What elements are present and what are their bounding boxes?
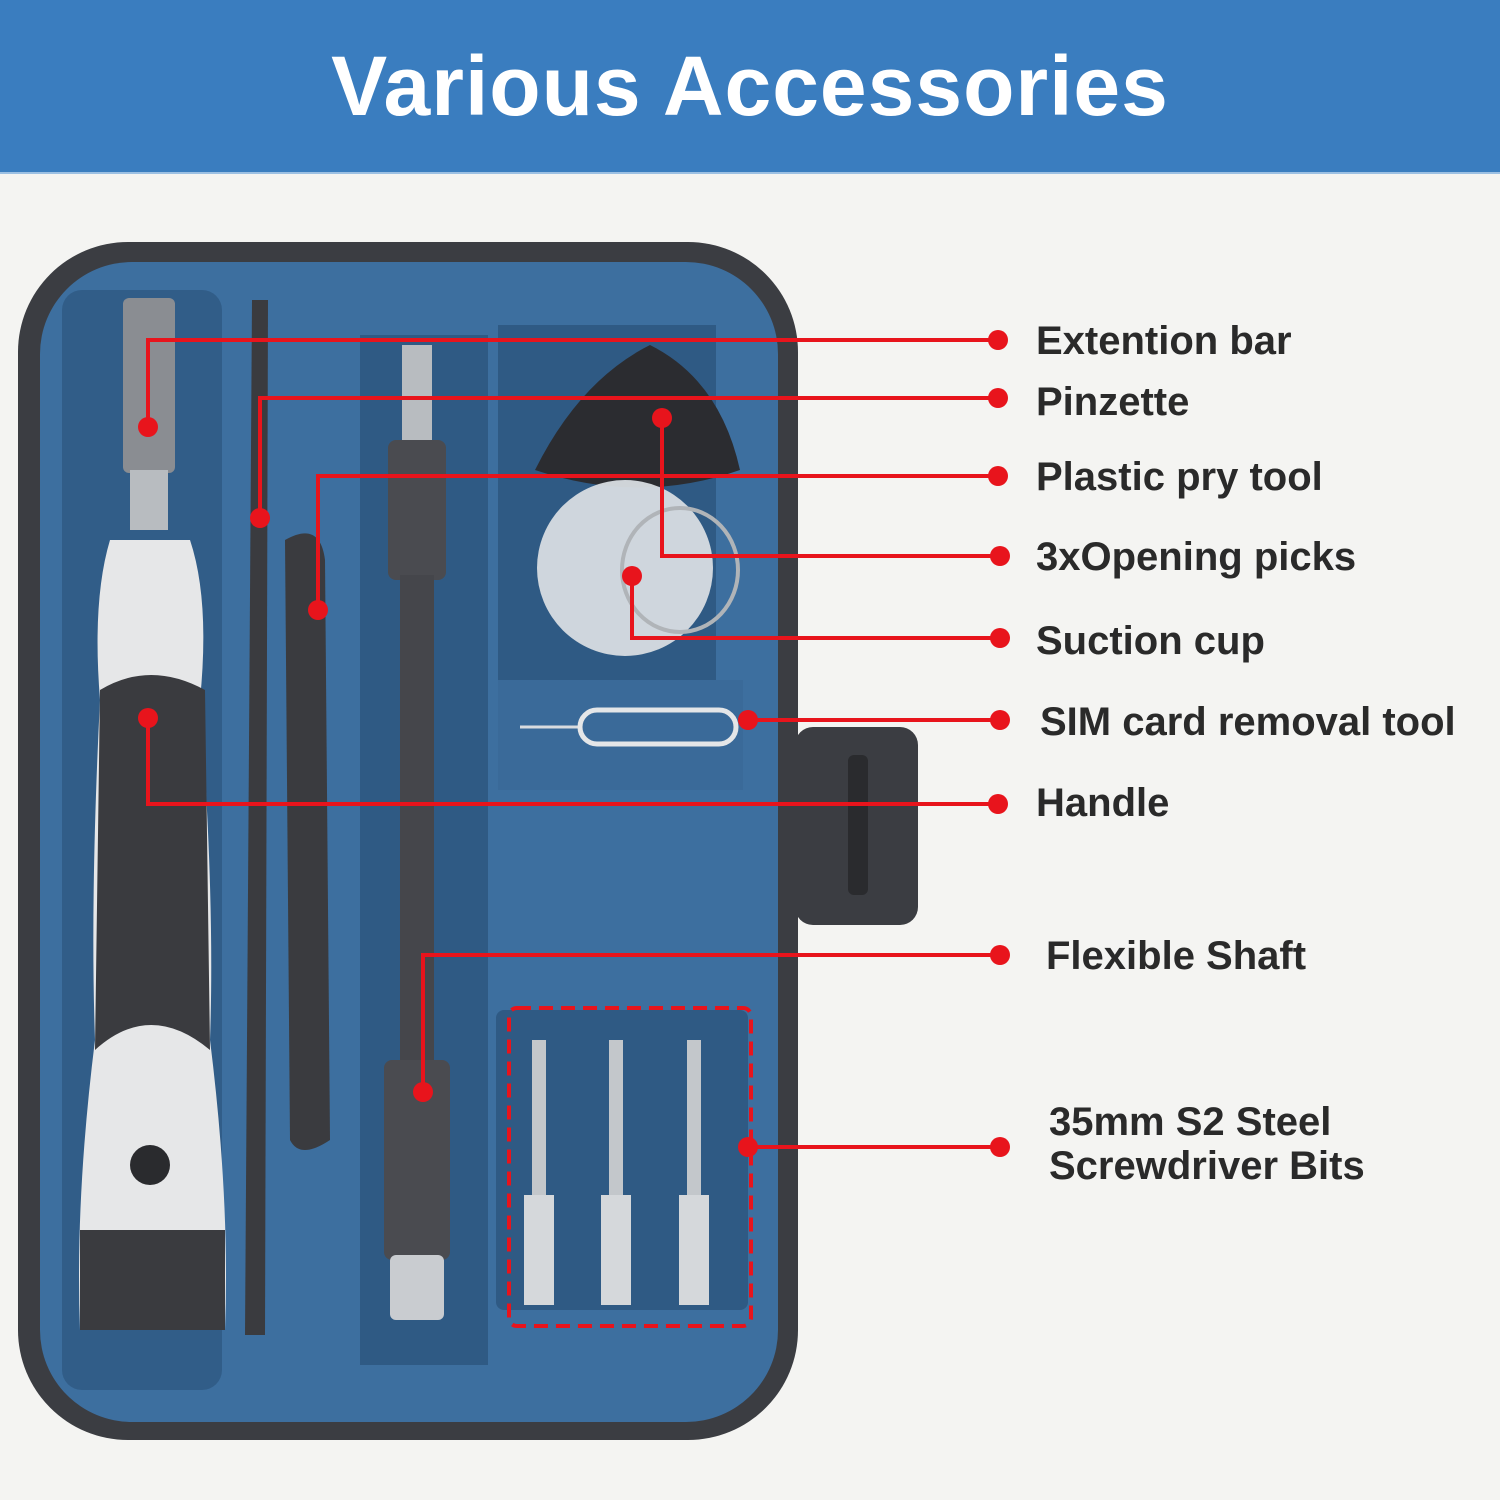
label-sim-card-removal-tool: SIM card removal tool (1040, 700, 1456, 744)
callout-dot (138, 708, 158, 728)
callout-line-flexible-shaft (421, 953, 1000, 1092)
callout-dot (988, 466, 1008, 486)
callout-line-suction-cup (630, 576, 1000, 640)
callout-dot (250, 508, 270, 528)
callout-dot (308, 600, 328, 620)
callout-dot (990, 945, 1010, 965)
key-ring (620, 506, 740, 634)
callout-dot (990, 1137, 1010, 1157)
flexible-shaft (384, 345, 450, 1320)
callout-dot (990, 546, 1010, 566)
label-flexible-shaft: Flexible Shaft (1046, 934, 1306, 978)
callout-dot (988, 794, 1008, 814)
callout-dot (622, 566, 642, 586)
label-bits-line2: Screwdriver Bits (1049, 1144, 1365, 1188)
callout-dot (652, 408, 672, 428)
tweezers (245, 300, 268, 1335)
opening-picks (535, 345, 740, 488)
page-title: Various Accessories (331, 38, 1169, 133)
callout-dot (988, 330, 1008, 350)
label-handle: Handle (1036, 781, 1169, 825)
label-pinzette: Pinzette (1036, 380, 1189, 424)
label-opening-picks: 3xOpening picks (1036, 535, 1356, 579)
callout-dot (138, 417, 158, 437)
callout-dot (990, 628, 1010, 648)
callout-line-pinzette (258, 396, 998, 518)
callout-dot (738, 710, 758, 730)
suction-cup (537, 480, 713, 656)
label-plastic-pry-tool: Plastic pry tool (1036, 455, 1323, 499)
callout-line-pry-tool (316, 474, 998, 610)
callout-dot (738, 1137, 758, 1157)
pry-tool (285, 533, 330, 1150)
callout-dot (413, 1082, 433, 1102)
callout-line-opening-picks (660, 418, 1000, 558)
label-suction-cup: Suction cup (1036, 619, 1265, 663)
callout-dot (988, 388, 1008, 408)
label-extention-bar: Extention bar (1036, 319, 1292, 363)
label-bits-line1: 35mm S2 Steel (1049, 1100, 1331, 1144)
callout-dot (990, 710, 1010, 730)
callout-line-extention-bar (146, 338, 998, 427)
bits-highlight-box (507, 1006, 753, 1328)
screwdriver-bits (524, 1040, 709, 1305)
callout-line-handle (146, 718, 998, 806)
sim-removal-tool (520, 707, 739, 747)
title-banner: Various Accessories (0, 0, 1500, 174)
